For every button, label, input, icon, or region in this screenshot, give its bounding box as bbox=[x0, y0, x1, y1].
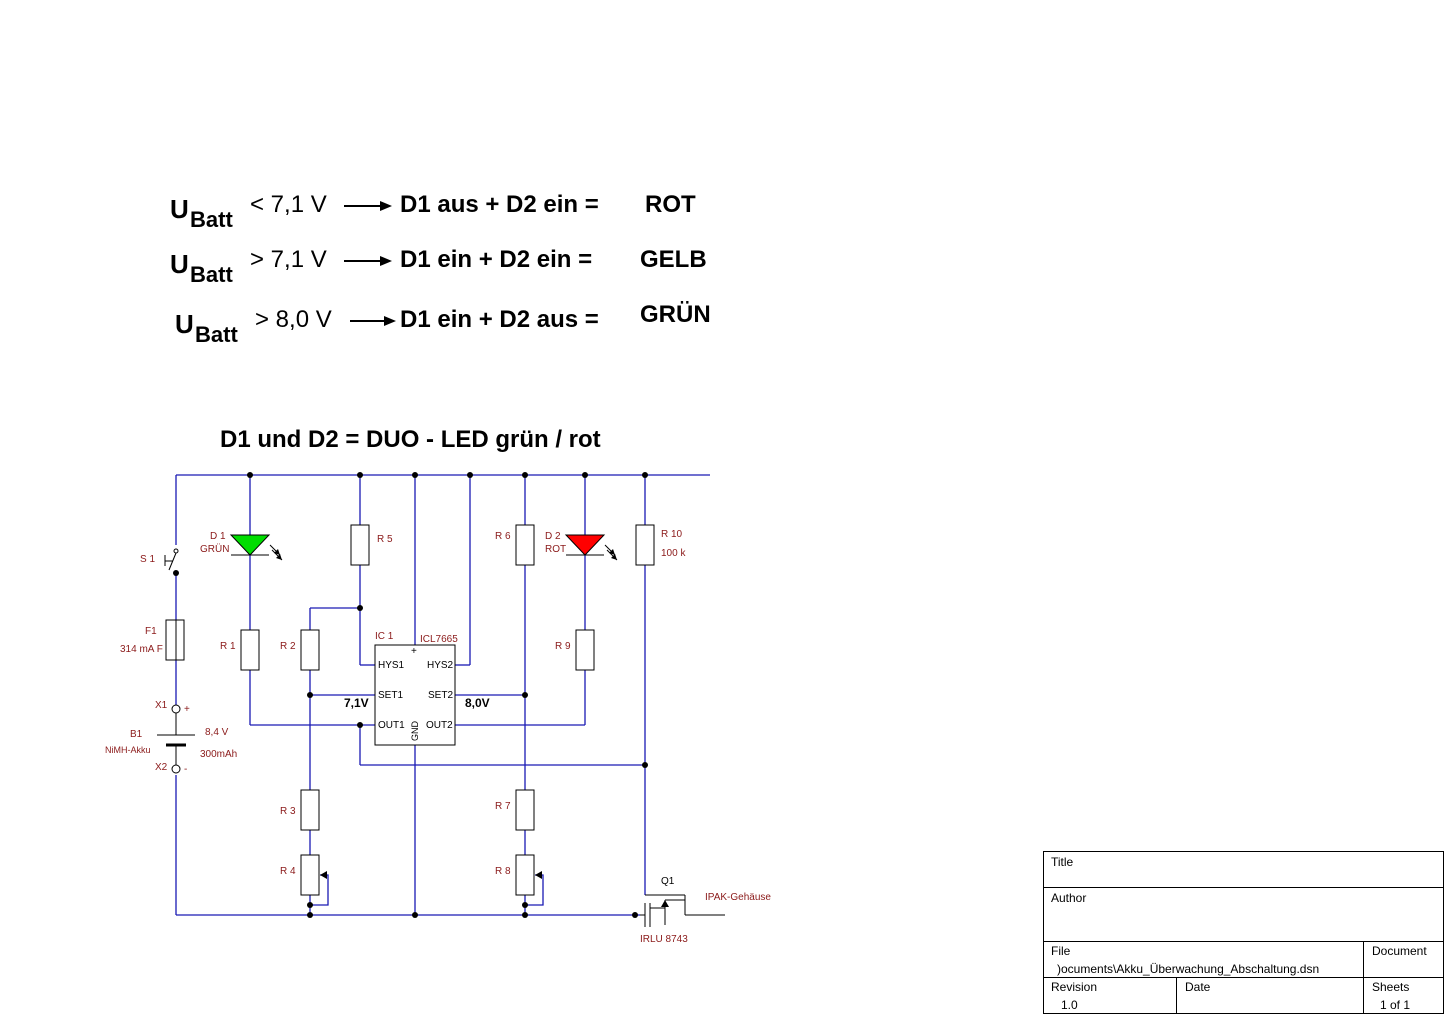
b1-label: B1 bbox=[130, 729, 143, 740]
date-label: Date bbox=[1185, 980, 1211, 994]
junctions bbox=[247, 472, 648, 918]
r1-label: R 1 bbox=[220, 641, 236, 652]
ic1-label: IC 1 bbox=[375, 631, 394, 642]
resistor-r9: R 9 bbox=[555, 629, 595, 671]
r10-label: R 10 bbox=[661, 529, 683, 540]
mosfet-q1: Q1 IPAK-Gehäuse IRLU 8743 bbox=[640, 876, 771, 945]
r4-label: R 4 bbox=[280, 866, 296, 877]
x1-label: X1 bbox=[155, 700, 168, 711]
fuse-f1: F1 314 mA F bbox=[120, 619, 185, 661]
pin-out1: OUT1 bbox=[378, 720, 405, 731]
r10-value: 100 k bbox=[661, 548, 686, 559]
set1-voltage: 7,1V bbox=[344, 696, 369, 710]
resistor-r3: R 3 bbox=[280, 789, 320, 831]
pin-gnd: GND bbox=[410, 721, 420, 742]
r9-label: R 9 bbox=[555, 641, 571, 652]
equation-3-u: U bbox=[175, 309, 194, 339]
equation-2-arrow bbox=[344, 256, 392, 266]
sheets-value: 1 of 1 bbox=[1380, 998, 1410, 1012]
equation-3-arrow bbox=[350, 316, 396, 326]
b1-voltage: 8,4 V bbox=[205, 727, 229, 738]
sheets-label: Sheets bbox=[1372, 980, 1409, 994]
equation-1-arrow bbox=[344, 201, 392, 211]
equation-1-result: D1 aus + D2 ein = bbox=[400, 191, 599, 218]
potentiometer-r4: R 4 bbox=[280, 854, 327, 896]
b1-capacity: 300mAh bbox=[200, 749, 237, 760]
set2-voltage: 8,0V bbox=[465, 696, 490, 710]
equation-3-condition: > 8,0 V bbox=[255, 306, 332, 333]
author-label: Author bbox=[1051, 891, 1086, 905]
equation-row-1: U Batt < 7,1 V D1 aus + D2 ein = ROT bbox=[170, 191, 696, 232]
pin-set2: SET2 bbox=[428, 690, 453, 701]
led-d2: D 2 ROT bbox=[545, 531, 618, 561]
equation-2-color-word: GELB bbox=[640, 246, 707, 273]
equation-3-result: D1 ein + D2 aus = bbox=[400, 306, 599, 333]
d2-label: D 2 bbox=[545, 531, 561, 542]
s1-label: S 1 bbox=[140, 554, 155, 565]
file-label: File bbox=[1051, 944, 1071, 958]
r5-label: R 5 bbox=[377, 534, 393, 545]
x1-sign: + bbox=[184, 704, 190, 715]
revision-label: Revision bbox=[1051, 980, 1097, 994]
pin-hys2: HYS2 bbox=[427, 660, 454, 671]
pin-hys1: HYS1 bbox=[378, 660, 405, 671]
resistor-r5: R 5 bbox=[350, 524, 393, 566]
pin-set1: SET1 bbox=[378, 690, 403, 701]
equation-3-color-word: GRÜN bbox=[640, 301, 711, 328]
equation-3-subscript: Batt bbox=[195, 322, 238, 347]
title-label: Title bbox=[1051, 855, 1074, 869]
equation-2-result: D1 ein + D2 ein = bbox=[400, 246, 592, 273]
resistor-r7: R 7 bbox=[495, 789, 535, 831]
f1-value: 314 mA F bbox=[120, 644, 163, 655]
ic1-icl7665: IC 1 ICL7665 + HYS1 SET1 OUT1 HYS2 SET2 … bbox=[344, 631, 490, 746]
f1-label: F1 bbox=[145, 626, 157, 637]
equation-2-condition: > 7,1 V bbox=[250, 246, 327, 273]
equation-1-condition: < 7,1 V bbox=[250, 191, 327, 218]
equation-row-3: U Batt > 8,0 V D1 ein + D2 aus = GRÜN bbox=[175, 301, 711, 347]
q1-package: IPAK-Gehäuse bbox=[705, 892, 771, 903]
equation-2-u: U bbox=[170, 249, 189, 279]
x2-label: X2 bbox=[155, 762, 168, 773]
document-label: Document bbox=[1372, 944, 1427, 958]
q1-label: Q1 bbox=[661, 876, 675, 887]
d1-label: D 1 bbox=[210, 531, 226, 542]
r8-label: R 8 bbox=[495, 866, 511, 877]
equation-1-color-word: ROT bbox=[645, 191, 696, 218]
ic1-type: ICL7665 bbox=[420, 634, 458, 645]
led-d1: D 1 GRÜN bbox=[200, 531, 283, 561]
resistor-r1: R 1 bbox=[220, 629, 260, 671]
resistor-r2: R 2 bbox=[280, 629, 320, 671]
resistor-r6: R 6 bbox=[495, 524, 535, 566]
ic1-plus-pin: + bbox=[411, 646, 417, 657]
d2-color-label: ROT bbox=[545, 544, 566, 555]
title-block: Title Author File )ocuments\Akku_Überwac… bbox=[1043, 851, 1444, 1014]
pin-out2: OUT2 bbox=[426, 720, 453, 731]
battery-b1: X1 + B1 NiMH-Akku 8,4 V 300mAh X2 - bbox=[105, 700, 237, 775]
revision-value: 1.0 bbox=[1061, 998, 1078, 1012]
x2-sign: - bbox=[184, 764, 187, 775]
r2-label: R 2 bbox=[280, 641, 296, 652]
r6-label: R 6 bbox=[495, 531, 511, 542]
file-value: )ocuments\Akku_Überwachung_Abschaltung.d… bbox=[1057, 962, 1319, 976]
q1-type: IRLU 8743 bbox=[640, 934, 688, 945]
switch-s1: S 1 bbox=[140, 548, 179, 576]
schematic-heading: D1 und D2 = DUO - LED grün / rot bbox=[220, 426, 601, 453]
d1-color-label: GRÜN bbox=[200, 543, 229, 555]
equation-2-subscript: Batt bbox=[190, 262, 233, 287]
equation-1-subscript: Batt bbox=[190, 207, 233, 232]
wiring bbox=[175, 474, 710, 916]
resistor-r10: R 10 100 k bbox=[635, 524, 686, 566]
r3-label: R 3 bbox=[280, 806, 296, 817]
equation-1-u: U bbox=[170, 194, 189, 224]
b1-type: NiMH-Akku bbox=[105, 745, 151, 755]
potentiometer-r8: R 8 bbox=[495, 854, 542, 896]
r7-label: R 7 bbox=[495, 801, 511, 812]
equation-row-2: U Batt > 7,1 V D1 ein + D2 ein = GELB bbox=[170, 246, 707, 287]
